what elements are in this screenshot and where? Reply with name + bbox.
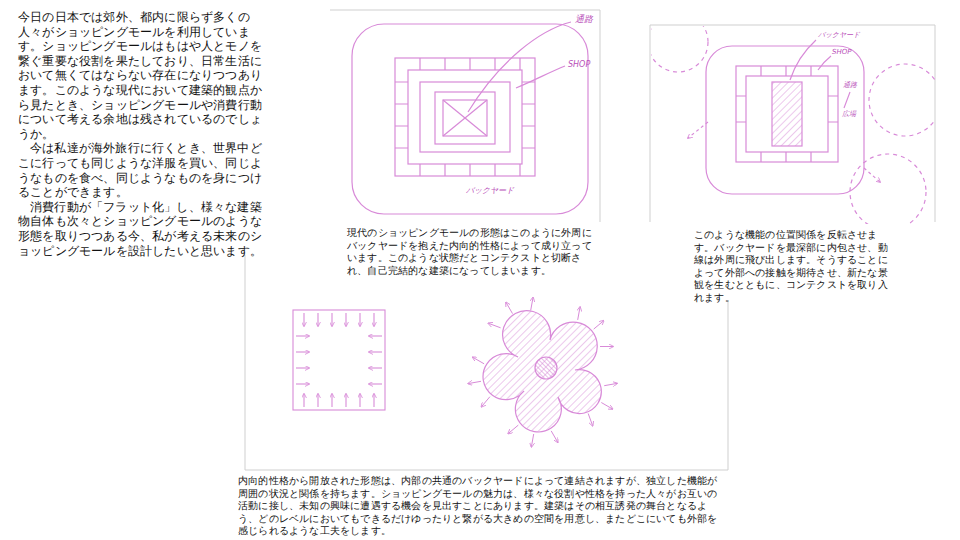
void-cross (443, 100, 487, 136)
inward-square (293, 310, 385, 410)
inward-arrow (369, 367, 382, 368)
shop-divisions (395, 58, 535, 176)
outer-boundary (352, 24, 588, 214)
open-form-sketch (468, 298, 617, 447)
backyard-ring (395, 58, 535, 176)
frame-line (650, 25, 935, 26)
flow-arrow (864, 168, 880, 182)
context-circle (850, 154, 926, 224)
outer-corridor (706, 46, 864, 194)
outward-arrow (578, 307, 580, 320)
corridor-ring (420, 82, 510, 152)
intro-paragraph: 消費行動が「フラット化」し、様々な建築物自体も次々とショッピングモールのような形… (18, 200, 270, 258)
inward-arrow (331, 313, 332, 326)
atrium (435, 92, 495, 144)
leader-line (818, 56, 831, 70)
inward-arrows (296, 313, 382, 407)
inward-arrow (369, 383, 382, 384)
current-mall-sketch (352, 22, 588, 214)
outward-arrow (601, 403, 612, 410)
shared-backyard (535, 357, 557, 379)
inward-arrow (345, 394, 346, 407)
shop-ring-inner (746, 76, 828, 152)
context-circle (651, 26, 708, 72)
inward-arrow (369, 335, 382, 336)
central-backyard (772, 82, 802, 146)
outward-arrow (488, 323, 500, 328)
outward-arrow (604, 383, 617, 385)
scan-frame (245, 10, 935, 470)
outward-arrows (468, 298, 617, 447)
inverted-mall-sketch (648, 12, 941, 230)
leader-line (790, 40, 816, 80)
outward-arrow (473, 357, 484, 364)
inward-arrow (303, 313, 304, 326)
inward-arrow (296, 335, 309, 336)
inward-arrow (345, 313, 346, 326)
sketch-label: 通路 (575, 14, 593, 25)
leader-line (468, 22, 571, 112)
void-cross (443, 100, 487, 136)
frame-line (245, 470, 728, 471)
void (443, 100, 487, 136)
sketch-label: 通路 (843, 81, 857, 90)
concept-text: 内向的性格から開放された形態は、内部の共通のバックヤードによって連結されますが、… (238, 475, 718, 538)
inward-square-sketch (293, 310, 385, 410)
inward-arrow (317, 394, 318, 407)
inward-arrow (296, 351, 309, 352)
inward-arrow (317, 313, 318, 326)
sketch-label: バックヤード (466, 186, 514, 196)
flow-arrow (688, 122, 708, 138)
frame-line (600, 10, 601, 222)
frame-line (330, 10, 600, 11)
shop-ring (736, 66, 838, 162)
inward-arrow (303, 394, 304, 407)
outward-arrow (531, 434, 533, 447)
frame-line (245, 255, 246, 470)
leader-line (516, 66, 565, 88)
outward-arrow (506, 302, 513, 313)
sketch-label: SHOP (832, 48, 851, 57)
inward-arrow (373, 394, 374, 407)
context-circle (869, 64, 935, 136)
outward-arrow (531, 298, 533, 311)
inward-arrow (331, 394, 332, 407)
context-circles (651, 26, 935, 224)
outward-arrow (468, 381, 481, 383)
outward-arrow (482, 397, 490, 407)
outward-arrow (508, 425, 518, 433)
frame-line (650, 25, 651, 222)
sketch-caption: このような機能の位置関係を反転させます。バックヤードを最深部に内包させ、動線は外… (694, 229, 896, 304)
inward-arrow (296, 383, 309, 384)
intro-paragraph: 今日の日本では郊外、都内に限らず多くの人々がショッピングモールを利用しています。… (18, 10, 270, 141)
sketch-label: バックヤード (818, 31, 860, 40)
outward-arrow (594, 321, 604, 329)
sketch-caption: 現代のショッピングモールの形態はこのように外周にバックヤードを抱えた内向的性格に… (347, 227, 599, 277)
inward-arrow (359, 313, 360, 326)
open-form (483, 311, 601, 432)
frame-line (935, 25, 936, 222)
inward-arrow (373, 313, 374, 326)
inward-arrow (296, 367, 309, 368)
frame-line (728, 300, 729, 470)
outward-arrow (588, 414, 592, 426)
inward-arrow (359, 394, 360, 407)
sketch-label: SHOP (568, 60, 590, 70)
intro-paragraph: 今は私達が海外旅行に行くとき、世界中どこに行っても同じような洋服を買い、同じよう… (18, 141, 270, 199)
outward-arrow (600, 346, 613, 347)
inward-arrow (369, 351, 382, 352)
outward-arrow (551, 431, 558, 442)
shop-ring (408, 70, 522, 164)
sketch-label: 広場 (842, 110, 856, 119)
leader-line (844, 92, 850, 108)
shop-divisions (736, 66, 838, 162)
